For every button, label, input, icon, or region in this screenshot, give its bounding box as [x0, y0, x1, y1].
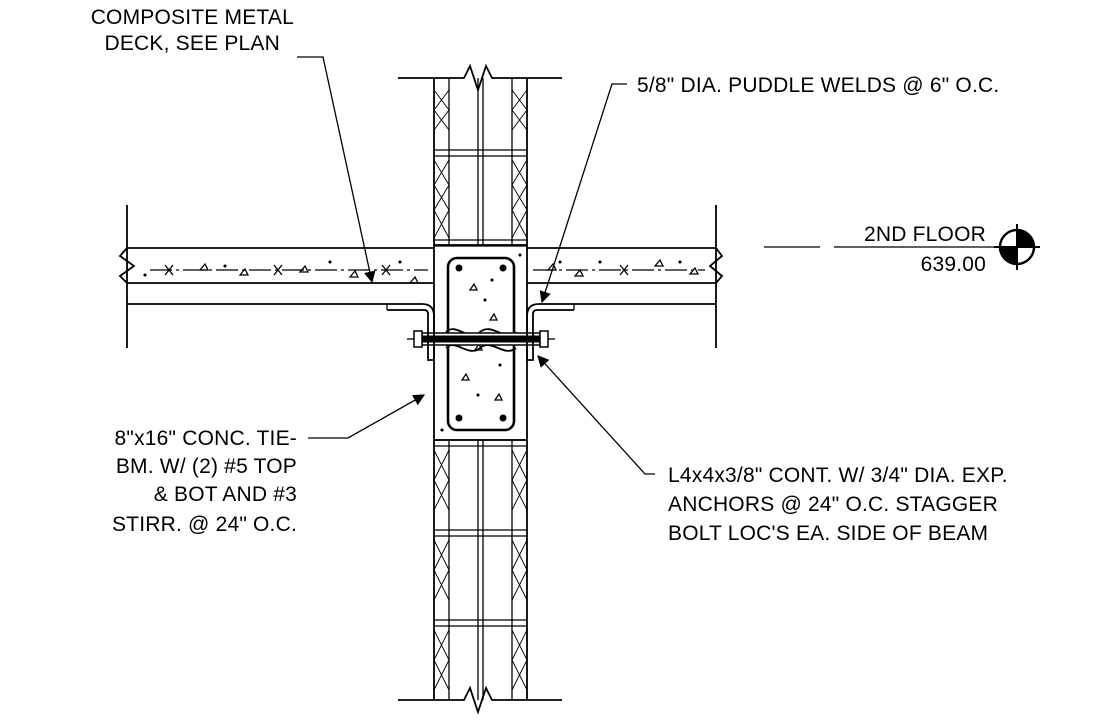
steel-angles	[386, 303, 575, 361]
note-angle-line-2: ANCHORS @ 24" O.C. STAGGER	[668, 493, 998, 516]
note-deck-line-2: DECK, SEE PLAN	[104, 32, 280, 55]
note-tie-beam: 8"x16" CONC. TIE- BM. W/ (2) #5 TOP & BO…	[112, 427, 297, 536]
note-angle-line-3: BOLT LOC'S EA. SIDE OF BEAM	[668, 522, 988, 545]
note-puddle-welds: 5/8" DIA. PUDDLE WELDS @ 6" O.C.	[637, 74, 999, 97]
note-deck: COMPOSITE METAL DECK, SEE PLAN	[91, 6, 294, 55]
level-name: 2ND FLOOR	[864, 223, 986, 246]
note-tie-beam-line-3: & BOT AND #3	[154, 483, 297, 506]
note-angle-line-1: L4x4x3/8" CONT. W/ 3/4" DIA. EXP.	[668, 464, 1008, 487]
rebar-top-left	[455, 264, 463, 272]
floor-slab-right	[527, 205, 724, 348]
note-deck-line-1: COMPOSITE METAL	[91, 6, 294, 29]
note-tie-beam-line-1: 8"x16" CONC. TIE-	[115, 427, 297, 450]
rebar-bot-right	[499, 414, 507, 422]
note-tie-beam-line-2: BM. W/ (2) #5 TOP	[116, 455, 297, 478]
masonry-wall	[398, 63, 562, 715]
note-angle: L4x4x3/8" CONT. W/ 3/4" DIA. EXP. ANCHOR…	[668, 464, 1008, 545]
leader-lines	[297, 56, 996, 475]
level-elevation: 639.00	[921, 253, 986, 276]
floor-slab-left	[118, 205, 434, 348]
expansion-bolt	[407, 330, 555, 348]
note-tie-beam-line-4: STIRR. @ 24" O.C.	[112, 513, 297, 536]
rebar-bot-left	[455, 414, 463, 422]
rebar-top-right	[499, 264, 507, 272]
level-marker-icon	[994, 224, 1040, 270]
level-label: 2ND FLOOR 639.00	[864, 223, 986, 276]
